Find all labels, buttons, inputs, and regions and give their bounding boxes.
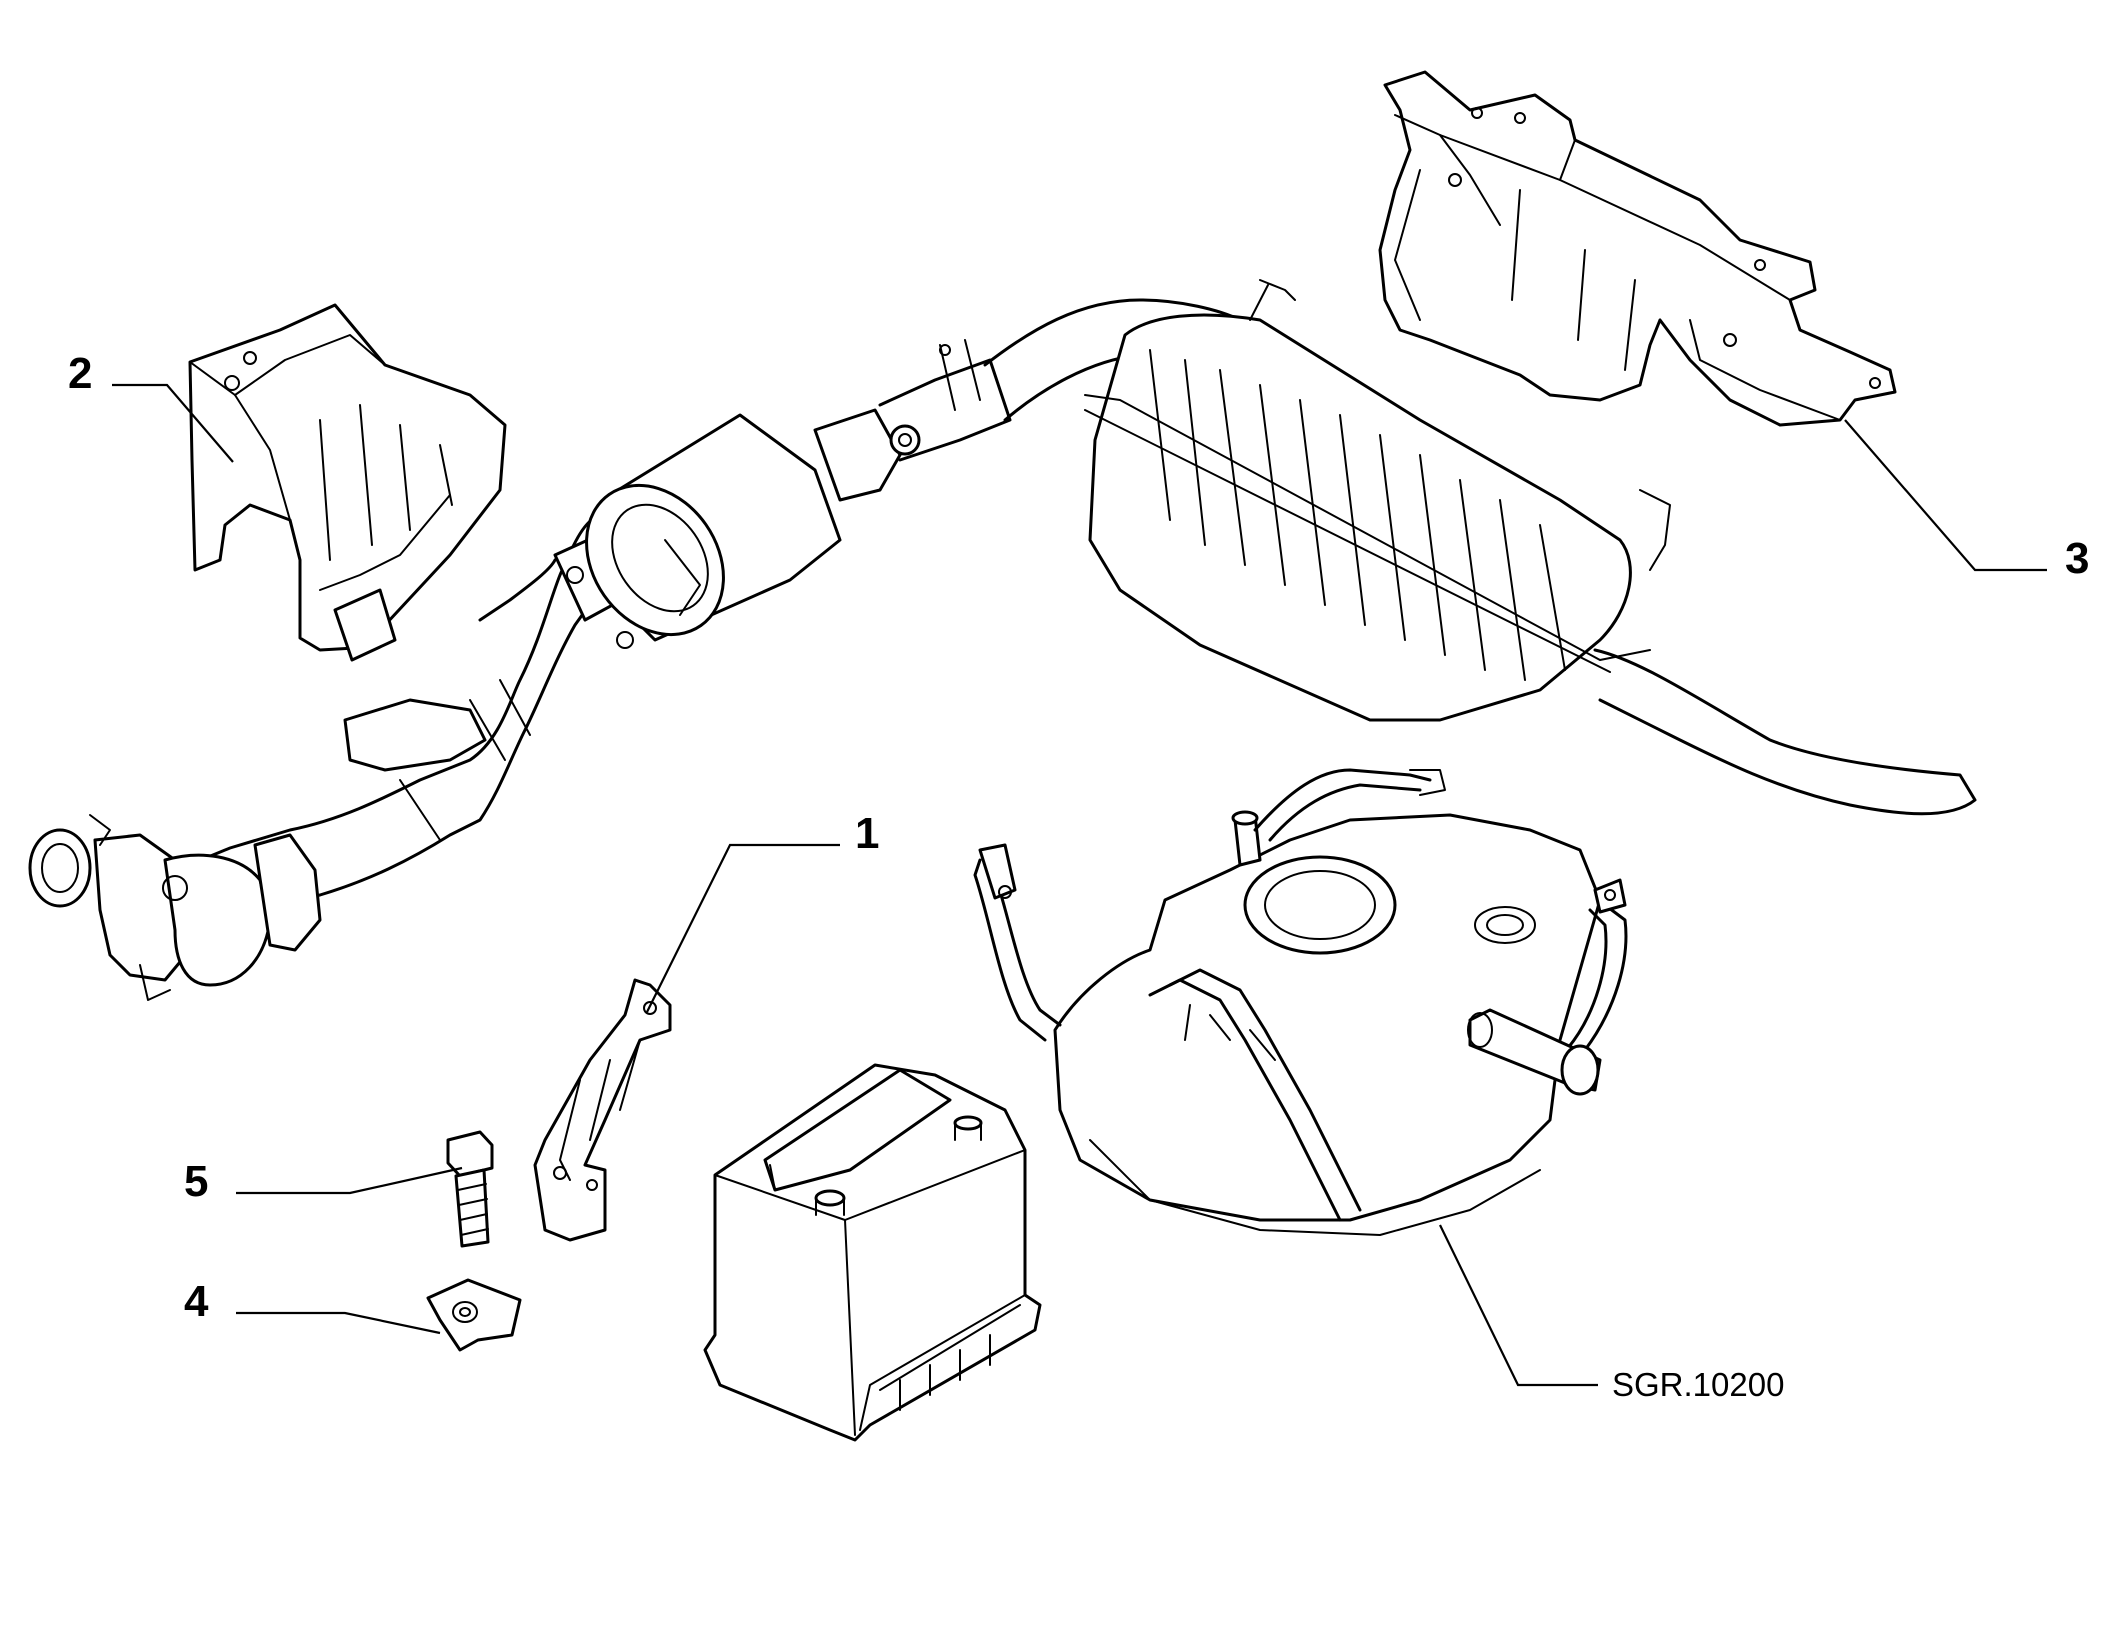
catalytic-converter: [478, 298, 1242, 649]
front-heat-shield[interactable]: [188, 303, 507, 652]
callout-1: 1: [855, 809, 879, 858]
bolt[interactable]: [446, 1130, 494, 1248]
rear-heat-shield[interactable]: [1378, 70, 1897, 427]
leader-5: [236, 1166, 463, 1195]
clip-nut[interactable]: [426, 1278, 522, 1352]
leader-2: [112, 383, 234, 463]
reference-code: SGR.10200: [1612, 1366, 1784, 1403]
callout-labels: 1 2 3 4 5 SGR.10200: [68, 349, 2089, 1403]
callout-5: 5: [184, 1157, 208, 1206]
fuel-tank: [973, 768, 1628, 1236]
rear-silencer: [1084, 279, 1977, 816]
leader-ref: [1439, 1224, 1598, 1387]
callout-4: 4: [184, 1277, 209, 1326]
leader-lines: [112, 383, 2047, 1387]
leader-1: [646, 843, 840, 1013]
leader-3: [1844, 419, 2047, 572]
leader-4: [236, 1311, 441, 1335]
support-bracket[interactable]: [533, 978, 672, 1242]
callout-3: 3: [2065, 534, 2089, 583]
callout-2: 2: [68, 349, 92, 398]
battery: [703, 1063, 1042, 1442]
exhaust-front-pipe: [28, 503, 632, 1001]
